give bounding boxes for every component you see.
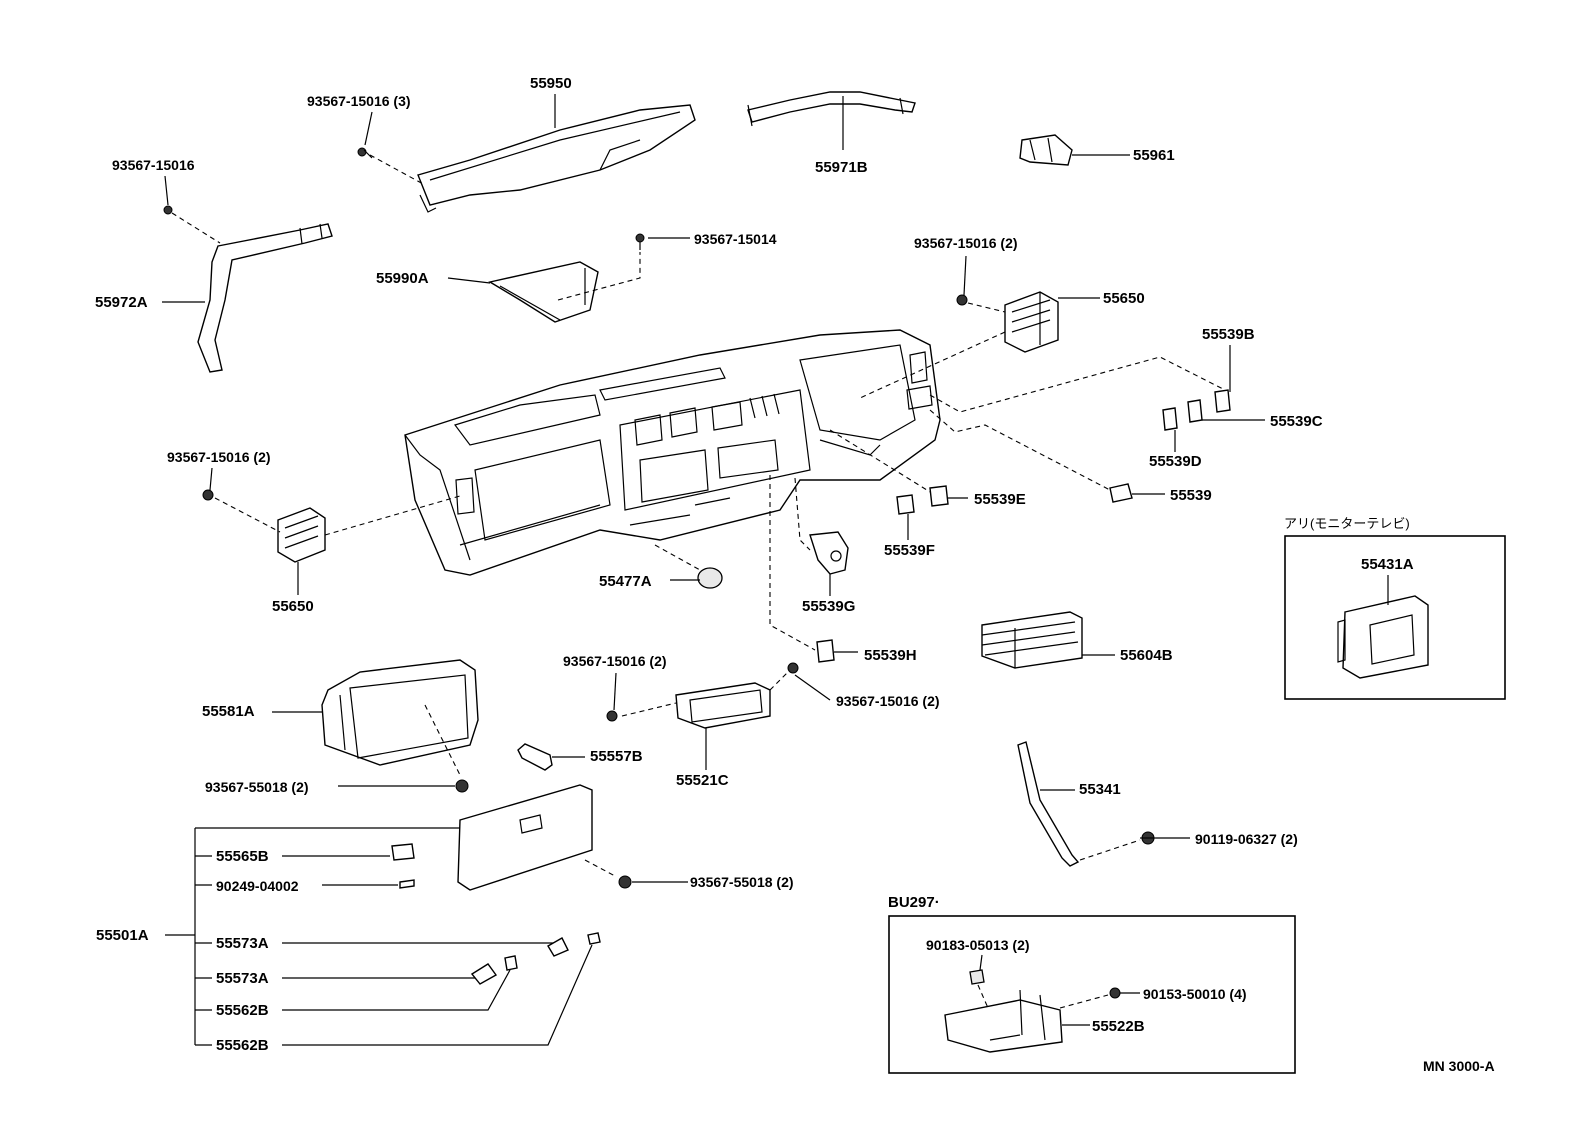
- part-55971B-drawing: [747, 91, 916, 127]
- part-55539C-drawing: [1187, 399, 1203, 423]
- label-55573A-1: 55573A: [216, 935, 269, 952]
- label-55950: 55950: [530, 75, 572, 92]
- label-93567-55018-2-a: 93567-55018 (2): [205, 779, 309, 795]
- screw-93567-15016-2-right-icon: [956, 294, 968, 306]
- label-93567-55018-2-b: 93567-55018 (2): [690, 874, 794, 890]
- label-55961: 55961: [1133, 147, 1175, 164]
- label-55341: 55341: [1079, 781, 1121, 798]
- bu297-note: BU297·: [888, 894, 940, 911]
- label-55539H: 55539H: [864, 647, 917, 664]
- label-55972A: 55972A: [95, 294, 148, 311]
- screw-93567-15016-2-mid-icon: [606, 710, 618, 722]
- label-55539C: 55539C: [1270, 413, 1323, 430]
- screw-93567-15016-2-left-icon: [202, 489, 214, 501]
- label-55557B: 55557B: [590, 748, 643, 765]
- part-55573A-1-drawing: [547, 937, 569, 957]
- label-55522B: 55522B: [1092, 1018, 1145, 1035]
- part-55522B-drawing: [944, 989, 1063, 1053]
- monitor-tv-note: アリ(モニターテレビ): [1284, 516, 1410, 531]
- label-55539E: 55539E: [974, 491, 1026, 508]
- part-55650-left-drawing: [277, 507, 326, 563]
- instrument-panel: [404, 329, 941, 576]
- part-55431A-drawing: [1337, 595, 1429, 679]
- part-55539D-drawing: [1162, 407, 1178, 431]
- part-55581A-drawing: [321, 659, 479, 766]
- label-55539F: 55539F: [884, 542, 935, 559]
- label-55431A: 55431A: [1361, 556, 1414, 573]
- part-55562B-1-top-drawing: [504, 955, 518, 971]
- label-55539G: 55539G: [802, 598, 856, 615]
- label-93567-15016-2-left: 93567-15016 (2): [167, 449, 271, 465]
- label-55539: 55539: [1170, 487, 1212, 504]
- label-55539B: 55539B: [1202, 326, 1255, 343]
- bu297-inset-frame: [888, 915, 1296, 1074]
- part-55521C-drawing: [675, 682, 771, 729]
- screw-90183-05013-icon: [969, 969, 985, 985]
- label-55521C: 55521C: [676, 772, 729, 789]
- part-55573A-2-drawing: [470, 963, 498, 985]
- part-55562B-2-top-drawing: [587, 932, 601, 945]
- part-55961-drawing: [1019, 134, 1073, 166]
- label-55565B: 55565B: [216, 848, 269, 865]
- label-55562B-1: 55562B: [216, 1002, 269, 1019]
- part-90249-04002-drawing: [399, 879, 415, 889]
- label-93567-15016-3: 93567-15016 (3): [307, 93, 411, 109]
- part-55539G-drawing: [809, 531, 849, 575]
- screw-93567-15016-icon: [163, 205, 173, 215]
- part-55539B-drawing: [1214, 389, 1231, 413]
- label-55539D: 55539D: [1149, 453, 1202, 470]
- label-90119-06327: 90119-06327 (2): [1195, 831, 1298, 847]
- label-93567-15016-2-right: 93567-15016 (2): [914, 235, 1018, 251]
- label-90249-04002: 90249-04002: [216, 878, 299, 894]
- label-55562B-2: 55562B: [216, 1037, 269, 1054]
- part-55539E-drawing: [929, 485, 949, 507]
- label-93567-15014: 93567-15014: [694, 231, 777, 247]
- part-55557B-drawing: [517, 743, 553, 771]
- screw-93567-55018-2-a-icon: [455, 779, 469, 793]
- part-55341-drawing: [1017, 741, 1080, 867]
- part-55539F-drawing: [896, 494, 915, 515]
- label-55990A: 55990A: [376, 270, 429, 287]
- label-90183-05013: 90183-05013 (2): [926, 937, 1030, 953]
- screw-93567-15014-icon: [635, 233, 645, 250]
- part-55650-right-drawing: [1004, 291, 1059, 353]
- monitor-tv-inset-frame: [1284, 535, 1506, 700]
- label-55650-right: 55650: [1103, 290, 1145, 307]
- part-55565B-drawing: [391, 843, 415, 861]
- screw-93567-15016-3-icon: [357, 147, 373, 159]
- label-55477A: 55477A: [599, 573, 652, 590]
- label-55604B: 55604B: [1120, 647, 1173, 664]
- label-90153-50010: 90153-50010 (4): [1143, 986, 1247, 1002]
- label-55573A-2: 55573A: [216, 970, 269, 987]
- part-55477A-drawing: [697, 567, 723, 589]
- label-93567-15016-2-mid: 93567-15016 (2): [563, 653, 667, 669]
- part-55539H-drawing: [816, 639, 835, 663]
- label-93567-15016: 93567-15016: [112, 157, 195, 173]
- screw-90153-50010-icon: [1109, 987, 1121, 999]
- label-93567-15016-2-midright: 93567-15016 (2): [836, 693, 940, 709]
- screw-93567-55018-2-b-icon: [618, 875, 632, 889]
- screw-93567-15016-2-midright-icon: [787, 662, 799, 674]
- screw-90119-06327-icon: [1140, 831, 1156, 845]
- part-55539-drawing: [1109, 483, 1133, 503]
- label-55650-left: 55650: [272, 598, 314, 615]
- label-55501A: 55501A: [96, 927, 149, 944]
- part-55950-drawing: [417, 104, 696, 213]
- part-55972A-drawing: [197, 223, 333, 373]
- part-55501A-drawing: [457, 784, 593, 891]
- label-55581A: 55581A: [202, 703, 255, 720]
- part-55604B-drawing: [981, 611, 1083, 669]
- drawing-code: MN 3000-A: [1423, 1058, 1495, 1074]
- part-55990A-drawing: [488, 261, 599, 323]
- label-55971B: 55971B: [815, 159, 868, 176]
